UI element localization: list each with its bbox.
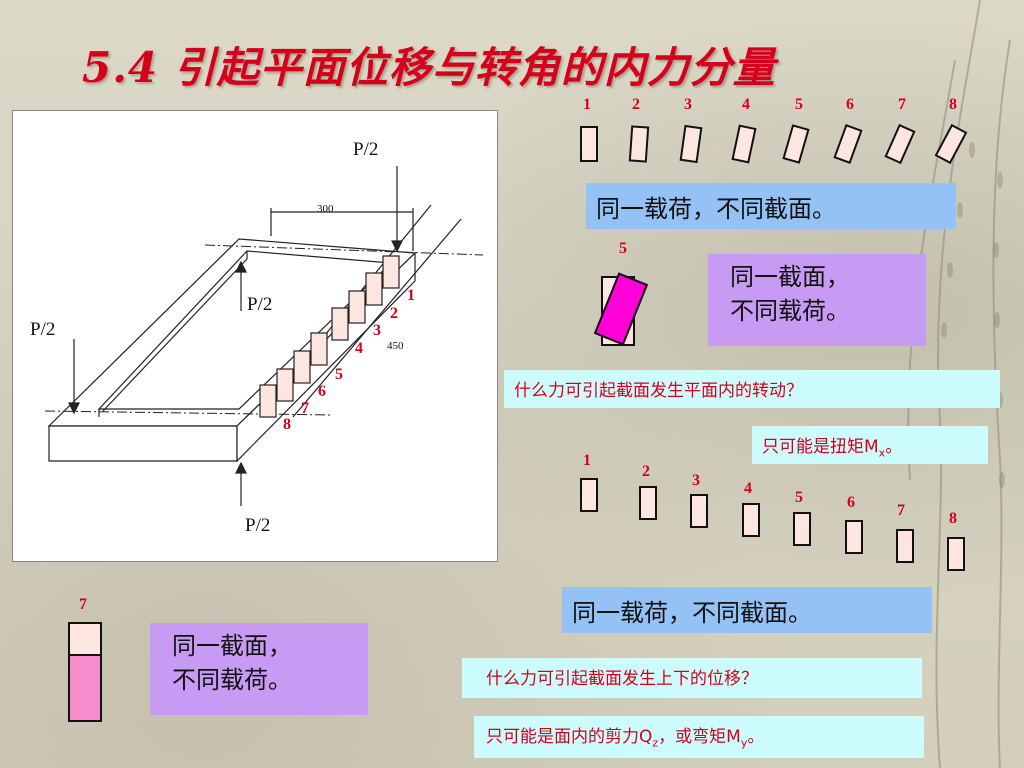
- dimension-450: 450: [387, 340, 404, 352]
- row1-caption: 同一载荷，不同截面。: [586, 183, 956, 229]
- diagram-section-number-1: 1: [407, 287, 415, 304]
- diagram-section-number-5: 5: [335, 366, 343, 383]
- section7-caption: 同一截面， 不同载荷。: [150, 623, 368, 715]
- load-label-bottom: P/2: [245, 515, 271, 536]
- question-displacement: 什么力可引起截面发生上下的位移？: [462, 658, 922, 698]
- row1-number-6: 6: [846, 96, 854, 113]
- answer-torque-end: 。: [885, 437, 903, 457]
- section7-caption-line2: 不同载荷。: [172, 666, 292, 694]
- section5-caption: 同一截面， 不同载荷。: [708, 254, 926, 346]
- row2-section-8: [947, 537, 965, 571]
- diagram-section-number-6: 6: [318, 383, 326, 400]
- section7-number: 7: [79, 596, 87, 613]
- diagram-section-number-8: 8: [283, 416, 291, 433]
- frame-diagram-svg: [44, 166, 484, 506]
- row2-number-2: 2: [642, 463, 650, 480]
- row2-number-1: 1: [583, 452, 591, 469]
- row1-section-1: [580, 126, 598, 162]
- beam-section-blocks: [259, 255, 400, 418]
- row1-number-8: 8: [949, 96, 957, 113]
- answer-shear-end: 。: [747, 727, 765, 747]
- row1-number-3: 3: [684, 96, 692, 113]
- answer-shear-subscript-y: y: [740, 736, 748, 750]
- diagram-section-number-2: 2: [390, 305, 398, 322]
- row1-section-2: [628, 125, 650, 163]
- frame-diagram: P/2 P/2 P/2 P/2 300 450 1 2 3 4 5 6 7 8: [12, 110, 498, 562]
- load-label-top: P/2: [353, 139, 379, 160]
- row2-section-3: [690, 494, 708, 528]
- answer-shear-subscript-z: z: [652, 736, 659, 750]
- row2-number-5: 5: [795, 489, 803, 506]
- diagram-section-number-7: 7: [301, 400, 309, 417]
- section7-caption-line1: 同一截面，: [172, 632, 292, 660]
- row2-number-6: 6: [847, 494, 855, 511]
- section5-caption-line2: 不同载荷。: [730, 297, 850, 325]
- row2-section-7: [896, 529, 914, 563]
- row1-number-7: 7: [898, 96, 906, 113]
- answer-shear-mid: ，或弯矩M: [658, 727, 741, 747]
- row2-section-5: [793, 512, 811, 546]
- section5-number: 5: [619, 240, 627, 257]
- answer-torque-subscript: x: [878, 446, 886, 460]
- load-label-inner: P/2: [247, 294, 273, 315]
- dimension-300: 300: [317, 203, 334, 215]
- row2-section-6: [845, 520, 863, 554]
- diagram-section-number-4: 4: [355, 340, 363, 357]
- row2-number-8: 8: [949, 510, 957, 527]
- answer-shear-text: 只可能是面内的剪力Q: [486, 727, 653, 747]
- row1-number-2: 2: [632, 96, 640, 113]
- row2-caption: 同一载荷，不同截面。: [562, 587, 932, 633]
- row1-number-1: 1: [583, 96, 591, 113]
- question-rotation: 什么力可引起截面发生平面内的转动？: [504, 370, 1000, 408]
- diagram-section-number-3: 3: [373, 322, 381, 339]
- load-label-left: P/2: [30, 319, 56, 340]
- section7-displaced: [68, 654, 102, 722]
- row2-section-4: [742, 503, 760, 537]
- row2-number-3: 3: [692, 472, 700, 489]
- page-title: 5.4 引起平面位移与转角的内力分量: [82, 43, 776, 92]
- row2-number-4: 4: [744, 480, 752, 497]
- row2-number-7: 7: [897, 502, 905, 519]
- answer-shear-bending: 只可能是面内的剪力Qz，或弯矩My。: [474, 716, 924, 758]
- row2-section-2: [639, 486, 657, 520]
- section5-caption-line1: 同一截面，: [730, 263, 850, 291]
- row2-section-1: [580, 478, 598, 512]
- row1-number-5: 5: [795, 96, 803, 113]
- answer-torque-text: 只可能是扭矩M: [762, 437, 879, 457]
- answer-torque: 只可能是扭矩Mx。: [752, 426, 988, 464]
- row1-number-4: 4: [742, 96, 750, 113]
